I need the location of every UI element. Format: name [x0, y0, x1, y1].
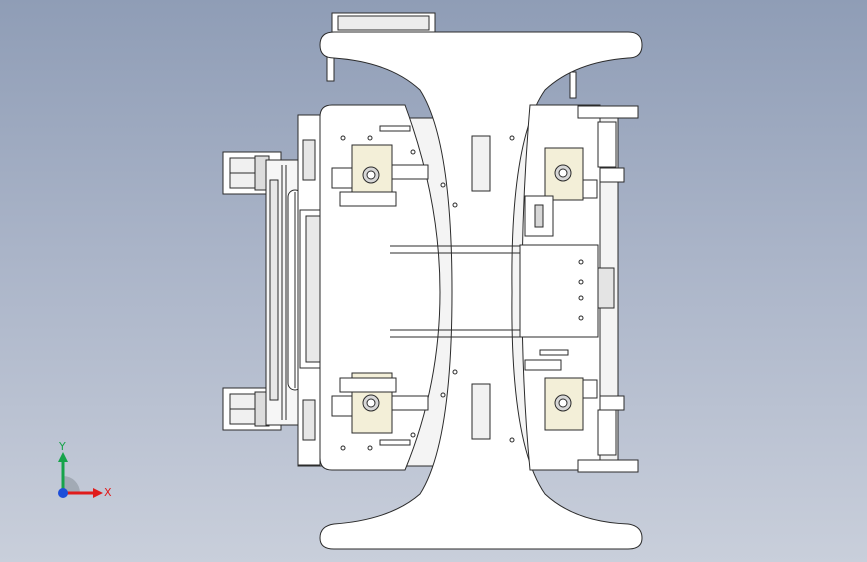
top-rail-right — [569, 71, 577, 99]
top-rail-left — [326, 54, 335, 82]
triad-arc — [63, 476, 80, 493]
coordinate-triad: Y X — [58, 440, 112, 499]
y-axis-arrow — [58, 452, 68, 462]
right-bracket-top — [577, 105, 639, 119]
z-axis-dot — [58, 488, 68, 498]
x-axis-arrow — [93, 488, 103, 498]
center-block-right — [519, 244, 599, 338]
x-axis-label: X — [104, 486, 112, 499]
center-slot-top — [471, 135, 491, 192]
right-bracket-bottom — [577, 459, 639, 473]
y-axis-label: Y — [58, 440, 66, 453]
i-shaped-plate — [319, 31, 643, 550]
center-slot-bottom — [471, 383, 491, 440]
bolt-holes — [340, 135, 584, 451]
